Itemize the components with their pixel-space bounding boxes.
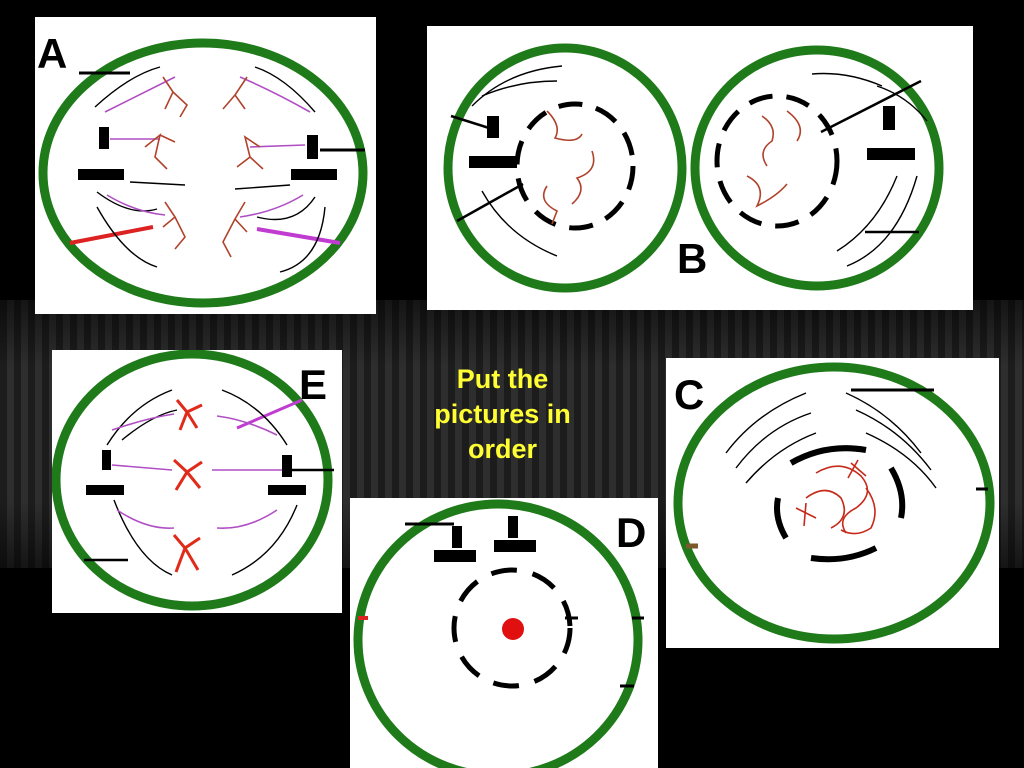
cell-a-centriole (291, 169, 337, 180)
cell-panel-e[interactable]: E (52, 350, 342, 613)
cell-d-membrane (353, 499, 643, 768)
cell-e-spindle-fibers-purple (111, 413, 282, 529)
cell-panel-b[interactable]: B (427, 26, 973, 310)
cell-d-centriole (452, 526, 462, 548)
cell-panel-d[interactable]: D (350, 498, 658, 768)
cell-a-diagram (38, 38, 368, 308)
cell-c-chromatin (795, 459, 876, 535)
cell-b-chromatin (542, 110, 802, 225)
cell-a-spindle-fibers-purple (104, 76, 311, 218)
cell-a-centriole (78, 169, 124, 180)
cell-a-centriole (99, 127, 109, 149)
cell-b-diagram (443, 43, 944, 293)
cell-c-membrane (673, 362, 995, 644)
cell-a-label: A (37, 30, 68, 77)
instruction-line-3: order (467, 434, 538, 465)
cell-b-membrane-left (443, 43, 687, 293)
cell-e-chromosomes (172, 399, 203, 573)
cell-a-centriole (307, 135, 318, 159)
cell-e-centriole (282, 455, 292, 477)
cell-e-diagram (52, 350, 334, 611)
cell-b-nuclear-envelope-right (714, 93, 840, 229)
cell-d-nucleolus (502, 618, 524, 640)
cell-a-colored-pointer (256, 227, 341, 245)
cell-d-diagram (353, 499, 644, 768)
cell-a-spindle-fibers (94, 66, 326, 273)
cell-d-centriole (508, 516, 518, 538)
cell-b-nuclear-envelope-left (514, 101, 636, 231)
cell-b-centriole (867, 148, 915, 160)
cell-e-centriole (86, 485, 124, 495)
cell-c-diagram (673, 362, 995, 644)
instruction-line-1: Put the (456, 364, 549, 394)
cell-e-centriole (102, 450, 111, 470)
cell-a-colored-pointer (69, 225, 154, 245)
cell-c-spindle-fibers (725, 392, 937, 489)
cell-e-label: E (299, 361, 328, 408)
cell-d-label: D (616, 509, 647, 556)
cell-b-label: B (677, 235, 708, 282)
cell-c-label: C (674, 371, 705, 418)
cell-panel-c[interactable]: C (666, 358, 999, 648)
instruction-text: Put the pictures in order (400, 362, 605, 467)
cell-b-membrane-right (690, 45, 944, 291)
cell-b-centriole (469, 156, 517, 168)
cell-a-membrane (38, 38, 368, 308)
cell-d-nuclear-envelope (451, 567, 573, 689)
cell-d-centriole (434, 550, 476, 562)
cell-e-spindle-fibers (106, 389, 298, 576)
instruction-line-2: pictures in (434, 399, 571, 430)
cell-a-chromosomes (144, 76, 264, 258)
cell-panel-a[interactable]: A (35, 17, 376, 314)
cell-b-centriole (487, 116, 499, 138)
cell-d-centriole (494, 540, 536, 552)
cell-b-spindle-fibers (471, 65, 928, 267)
cell-e-centriole (268, 485, 306, 495)
cell-e-colored-pointer (236, 398, 303, 430)
cell-b-centriole (883, 106, 895, 130)
cell-c-nuclear-envelope (774, 445, 906, 563)
cell-b-pointers (450, 79, 922, 234)
cell-e-membrane (52, 350, 333, 611)
